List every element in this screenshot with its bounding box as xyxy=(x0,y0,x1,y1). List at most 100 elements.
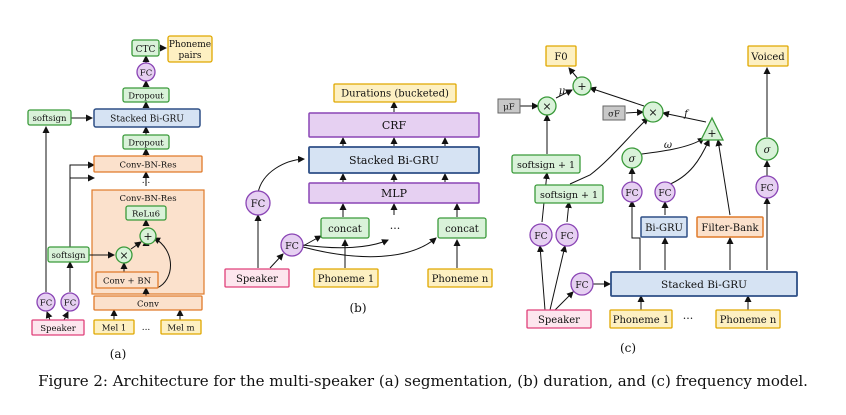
filter-bank-label: Filter-Bank xyxy=(701,223,759,234)
fc-label-c-sigma: FC xyxy=(625,189,638,199)
mel-m-box xyxy=(160,319,202,335)
phoneme-1-label-b: Phoneme 1 xyxy=(318,274,375,285)
conv-box xyxy=(93,295,203,311)
phoneme-n-label-b: Phoneme n xyxy=(432,274,489,285)
speaker-label-a: Speaker xyxy=(40,324,77,334)
phoneme-pairs-label-line2: pairs xyxy=(179,51,202,61)
fc-label-c-speaker-3: FC xyxy=(575,281,588,291)
speaker-box-b xyxy=(224,268,290,288)
relu6-box xyxy=(125,205,167,221)
crf-box xyxy=(308,112,480,138)
ellipsis-c-phonemes: ··· xyxy=(683,312,694,325)
fc-node-a-left xyxy=(36,292,56,312)
softsign-box-bottom xyxy=(47,246,90,263)
fc-label-c-speaker-2: FC xyxy=(560,232,573,242)
conv-label: Conv xyxy=(137,300,159,310)
concat-box-n xyxy=(437,217,487,239)
ctc-label: CTC xyxy=(136,45,156,55)
fc-label-a-left: FC xyxy=(40,299,52,309)
speaker-box-a xyxy=(31,319,85,336)
fc-node-b-large xyxy=(245,190,271,216)
times-node-c-left xyxy=(537,96,557,116)
panel-c: F0 Voiced + μ × μF σF × f ω + σ σ softsi… xyxy=(497,45,798,355)
stacked-bigru-label-b: Stacked Bi-GRU xyxy=(349,154,439,167)
sigma-f-box xyxy=(602,105,626,121)
softsign-plus-1-label-left: softsign + 1 xyxy=(517,160,575,171)
conv-bn-label: Conv + BN xyxy=(103,277,152,287)
fc-node-a-right xyxy=(60,292,80,312)
sigma-node-c-right xyxy=(755,137,779,161)
mel-1-label: Mel 1 xyxy=(102,324,127,334)
plus-label-a: + xyxy=(143,230,152,243)
relu6-label: ReLu6 xyxy=(132,210,160,220)
dropout-box-top xyxy=(122,87,170,103)
conv-bn-res-label-block: Conv-BN-Res xyxy=(119,194,176,204)
durations-box xyxy=(333,83,457,103)
fc-label-top: FC xyxy=(140,69,152,79)
sigma-label-c-left: σ xyxy=(629,154,637,165)
times-node-c-right xyxy=(642,101,664,123)
stacked-bigru-box-c xyxy=(610,271,798,297)
ellipsis-mel: ... xyxy=(142,323,151,333)
mlp-box xyxy=(308,182,480,204)
sigma-node-c-left xyxy=(621,147,643,169)
mel-1-box xyxy=(93,319,135,335)
plus-node-c xyxy=(572,76,592,96)
f0-label: F0 xyxy=(554,52,567,63)
times-label-a: × xyxy=(119,249,128,262)
stacked-bigru-box-a xyxy=(93,108,201,128)
omega-label: ω xyxy=(664,140,672,151)
dropout-label-top: Dropout xyxy=(128,92,164,102)
fc-label-c-speaker-1: FC xyxy=(534,232,547,242)
mu-label: μ xyxy=(559,86,566,97)
ctc-box xyxy=(131,39,160,57)
mel-m-label: Mel m xyxy=(167,324,194,334)
speaker-label-c: Speaker xyxy=(538,315,580,326)
softsign-box-top xyxy=(27,109,72,126)
phoneme-n-box-c xyxy=(715,309,781,329)
filter-bank-box xyxy=(696,216,764,238)
conv-bn-res-box-top xyxy=(93,155,203,173)
sum-triangle xyxy=(699,116,725,141)
concat-box-1 xyxy=(320,217,370,239)
f0-box xyxy=(545,45,577,67)
bigru-label-c: Bi-GRU xyxy=(645,223,683,234)
ellipsis-a-mid: ... xyxy=(142,176,151,186)
phoneme-1-box-b xyxy=(313,268,379,288)
f-label: f xyxy=(683,109,690,120)
dropout-label-bottom: Dropout xyxy=(128,139,164,149)
conv-bn-res-label-top: Conv-BN-Res xyxy=(119,161,176,171)
crf-label: CRF xyxy=(382,119,407,132)
fc-label-a-right: FC xyxy=(64,299,76,309)
times-label-c-right: × xyxy=(648,106,657,119)
times-node-a xyxy=(115,246,133,264)
times-label-c-left: × xyxy=(542,100,551,113)
phoneme-n-label-c: Phoneme n xyxy=(720,315,777,326)
phoneme-n-box-b xyxy=(427,268,493,288)
architecture-diagram: CTC Phoneme pairs FC Dropout Stacked Bi-… xyxy=(27,35,798,361)
phoneme-1-label-c: Phoneme 1 xyxy=(613,315,670,326)
mu-f-box xyxy=(497,98,521,114)
dropout-box-bottom xyxy=(122,134,170,150)
voiced-box xyxy=(747,45,789,67)
panel-a: CTC Phoneme pairs FC Dropout Stacked Bi-… xyxy=(27,35,213,361)
fc-label-b-small: FC xyxy=(285,241,299,252)
fc-node-top xyxy=(136,62,156,82)
speaker-box-c xyxy=(526,309,592,329)
concat-label-n: concat xyxy=(445,224,479,235)
fc-node-c-speaker-2 xyxy=(555,223,579,247)
mu-f-label: μF xyxy=(503,103,515,113)
stacked-bigru-label-c: Stacked Bi-GRU xyxy=(661,279,747,291)
panel-b-label: (b) xyxy=(349,301,366,315)
panel-b: Durations (bucketed) CRF Stacked Bi-GRU … xyxy=(224,83,493,315)
figure-caption: Figure 2: Architecture for the multi-spe… xyxy=(38,372,808,390)
fc-label-c-omega: FC xyxy=(658,189,671,199)
stacked-bigru-box-b xyxy=(308,146,480,174)
sum-triangle-label: + xyxy=(707,127,716,140)
fc-node-c-speaker-1 xyxy=(529,223,553,247)
fc-node-c-omega xyxy=(654,181,676,203)
plus-label-c: + xyxy=(577,80,586,93)
fc-label-b-large: FC xyxy=(251,199,266,210)
fc-node-b-small xyxy=(280,233,304,257)
bigru-box-c xyxy=(640,216,688,238)
